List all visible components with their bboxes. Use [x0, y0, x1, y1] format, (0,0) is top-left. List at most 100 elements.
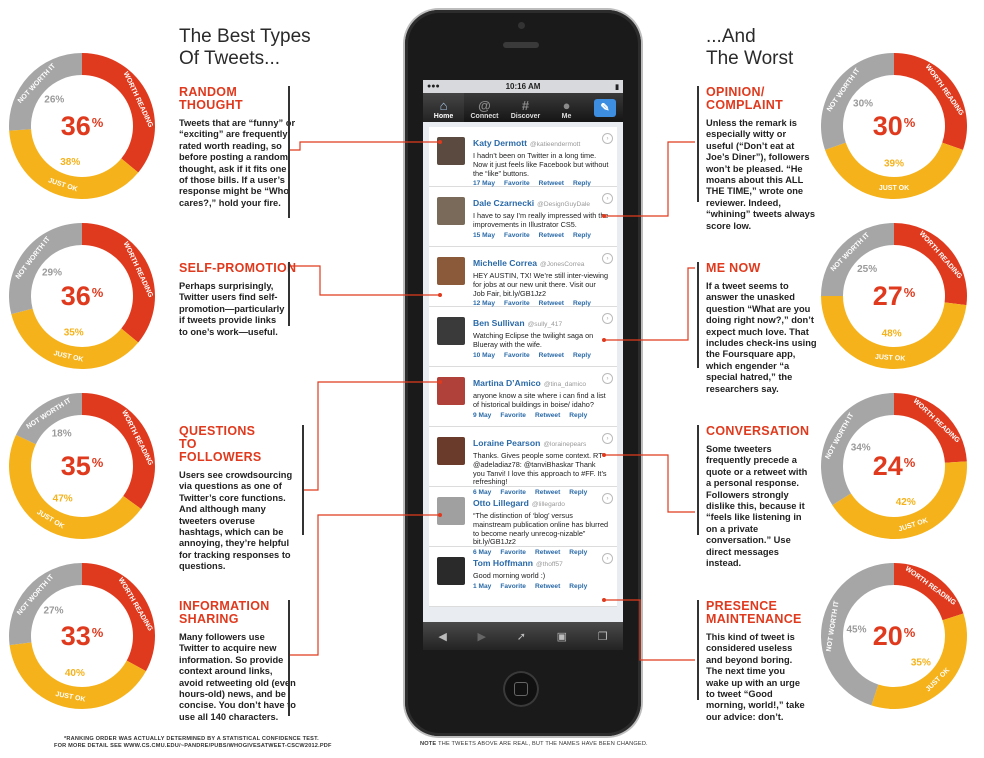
favorite-button[interactable]: Favorite	[504, 231, 530, 239]
favorite-button[interactable]: Favorite	[504, 300, 530, 308]
segment-just-ok	[821, 296, 967, 370]
tab-label: Connect	[470, 113, 499, 120]
chevron-right-icon[interactable]: ›	[602, 433, 613, 444]
footnote-note-label: NOTE	[420, 741, 437, 747]
avatar[interactable]	[437, 497, 465, 525]
category-title: ME NOW	[706, 261, 761, 275]
segment-worth-reading	[82, 53, 155, 173]
percent-sign: %	[91, 114, 104, 130]
footnote-line-2: FOR MORE DETAIL SEE WWW.CS.CMU.EDU/~PAND…	[54, 743, 332, 749]
tweet-author[interactable]: Dale Czarnecki	[473, 198, 535, 208]
chevron-right-icon[interactable]: ›	[602, 133, 613, 144]
avatar[interactable]	[437, 437, 465, 465]
tweet-text: I have to say I’m really impressed with …	[473, 211, 609, 229]
segment-not-worth-it	[821, 223, 894, 296]
reply-button[interactable]: Reply	[569, 582, 588, 590]
tweet-date: 1 May	[473, 582, 492, 590]
favorite-button[interactable]: Favorite	[500, 489, 526, 497]
tab-discover[interactable]: # Discover	[505, 93, 546, 122]
reply-button[interactable]: Reply	[569, 549, 588, 557]
tweet-author[interactable]: Ben Sullivan	[473, 318, 525, 328]
retweet-button[interactable]: Retweet	[534, 582, 561, 590]
avatar[interactable]	[437, 137, 465, 165]
avatar[interactable]	[437, 257, 465, 285]
worst-heading-line-1: ...And	[706, 26, 756, 47]
tab-label: Discover	[510, 113, 541, 120]
segment-worth-reading	[894, 563, 964, 621]
chevron-right-icon[interactable]: ›	[602, 553, 613, 564]
phone-screen: ●●● 10:16 AM ▮ ⌂ Home @ Connect # Discov…	[423, 80, 623, 650]
favorite-button[interactable]: Favorite	[500, 582, 526, 590]
retweet-button[interactable]: Retweet	[538, 351, 564, 359]
reply-button[interactable]: Reply	[572, 180, 591, 188]
value-just-ok: 40%	[65, 668, 85, 679]
bookmarks-icon[interactable]: ▣	[556, 630, 568, 643]
retweet-button[interactable]: Retweet	[534, 489, 561, 497]
avatar[interactable]	[437, 557, 465, 585]
chevron-right-icon[interactable]: ›	[602, 313, 613, 324]
phone-speaker	[503, 42, 539, 48]
chevron-right-icon[interactable]: ›	[602, 493, 613, 504]
value-worth-reading: 36%	[8, 222, 156, 370]
home-button[interactable]	[503, 671, 539, 707]
status-time: 10:16 AM	[505, 82, 541, 91]
tweet-author[interactable]: Martina D’Amico	[473, 378, 541, 388]
tweet-row[interactable]: Otto Lillegard@lillegardo“The distinctio…	[429, 487, 617, 556]
value-worth-reading: 30%	[820, 52, 968, 200]
tab-me[interactable]: ● Me	[546, 93, 587, 122]
avatar[interactable]	[437, 317, 465, 345]
chevron-right-icon[interactable]: ›	[602, 253, 613, 264]
tweet-date: 6 May	[473, 549, 492, 557]
favorite-button[interactable]: Favorite	[504, 180, 530, 188]
category-description: Users see crowdsourcing via questions as…	[179, 470, 293, 572]
tweet-author[interactable]: Otto Lillegard	[473, 498, 529, 508]
tab-connect[interactable]: @ Connect	[464, 93, 505, 122]
compose-button[interactable]: ✎	[587, 93, 623, 122]
segment-just-ok	[9, 129, 139, 199]
segment-not-worth-it	[15, 393, 83, 445]
tweet-author[interactable]: Loraine Pearson	[473, 438, 541, 448]
tweet-author[interactable]: Michelle Correa	[473, 258, 537, 268]
forward-arrow-icon[interactable]: ▶	[477, 630, 486, 643]
favorite-button[interactable]: Favorite	[504, 351, 530, 359]
reply-button[interactable]: Reply	[572, 300, 591, 308]
retweet-button[interactable]: Retweet	[538, 300, 564, 308]
worst-heading: ...And The Worst	[706, 26, 793, 70]
retweet-button[interactable]: Retweet	[534, 411, 561, 419]
reply-button[interactable]: Reply	[569, 489, 588, 497]
avatar[interactable]	[437, 197, 465, 225]
share-icon[interactable]: ➚	[516, 630, 526, 643]
tweet-author[interactable]: Katy Dermott	[473, 138, 527, 148]
retweet-button[interactable]: Retweet	[534, 549, 561, 557]
status-bar: ●●● 10:16 AM ▮	[423, 80, 623, 93]
reply-button[interactable]: Reply	[569, 411, 588, 419]
tabs-icon[interactable]: ❐	[597, 630, 608, 643]
favorite-button[interactable]: Favorite	[500, 411, 526, 419]
category-opinion-complaint: OPINION/ COMPLAINT Unless the remark is …	[706, 86, 824, 232]
segment-just-ok	[11, 308, 139, 369]
tweet-author[interactable]: Tom Hoffmann	[473, 558, 533, 568]
chevron-right-icon[interactable]: ›	[602, 373, 613, 384]
retweet-button[interactable]: Retweet	[538, 180, 564, 188]
back-arrow-icon[interactable]: ◀	[438, 630, 447, 643]
chevron-right-icon[interactable]: ›	[602, 193, 613, 204]
tab-home[interactable]: ⌂ Home	[423, 93, 464, 122]
reply-button[interactable]: Reply	[572, 351, 591, 359]
avatar[interactable]	[437, 377, 465, 405]
reply-button[interactable]: Reply	[572, 231, 591, 239]
retweet-button[interactable]: Retweet	[538, 231, 564, 239]
at-sign-icon: @	[478, 98, 491, 113]
favorite-button[interactable]: Favorite	[500, 549, 526, 557]
worth-reading-number: 36	[60, 110, 91, 141]
